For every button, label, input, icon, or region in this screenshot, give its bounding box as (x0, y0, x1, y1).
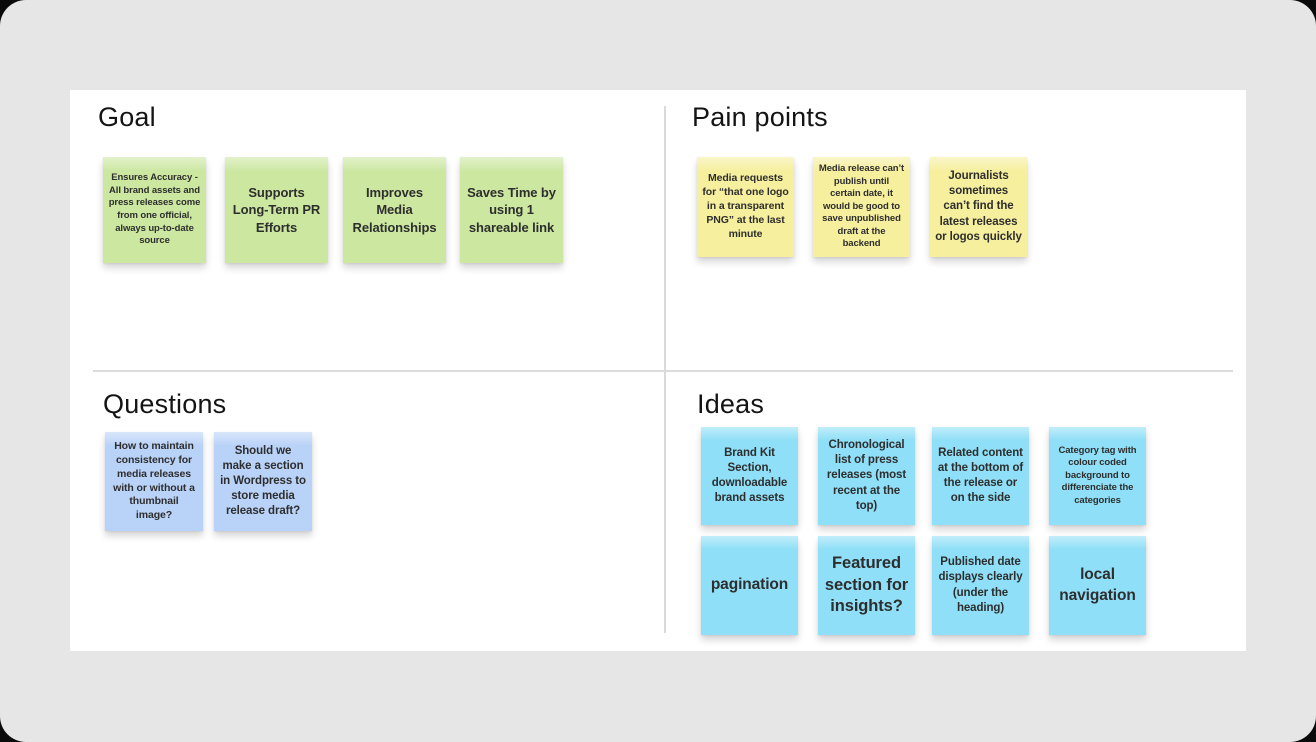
sticky-note-text: How to maintain consistency for media re… (113, 439, 195, 522)
quadrant-title-questions: Questions (103, 389, 227, 419)
sticky-note[interactable]: Brand Kit Section, downloadable brand as… (701, 427, 798, 525)
sticky-note[interactable]: Featured section for insights? (818, 536, 915, 635)
sticky-note-text: Improves Media Relationships (352, 185, 437, 235)
sticky-note-text: Featured section for insights? (824, 553, 909, 616)
sticky-note[interactable]: Chronological list of press releases (mo… (818, 427, 915, 525)
sticky-note[interactable]: Improves Media Relationships (343, 157, 446, 263)
sticky-note-text: Category tag with colour coded backgroun… (1058, 444, 1137, 506)
sticky-note[interactable]: Supports Long-Term PR Efforts (225, 157, 328, 263)
sticky-note[interactable]: How to maintain consistency for media re… (105, 432, 203, 531)
quadrant-title-pain-points: Pain points (692, 102, 828, 132)
sticky-note[interactable]: Related content at the bottom of the rel… (932, 427, 1029, 525)
sticky-note-text: Journalists sometimes can’t find the lat… (935, 170, 1022, 243)
sticky-note[interactable]: local navigation (1049, 536, 1146, 635)
sticky-note[interactable]: Media release can’t publish until certai… (813, 157, 910, 257)
sticky-note-text: Ensures Accuracy - All brand assets and … (108, 172, 201, 247)
sticky-note-text: Media release can’t publish until certai… (818, 163, 905, 250)
sticky-note-text: Should we make a section in Wordpress to… (220, 444, 306, 518)
quadrant-title-goal: Goal (98, 102, 156, 132)
sticky-note[interactable]: Saves Time by using 1 shareable link (460, 157, 563, 263)
sticky-note-text: Media requests for “that one logo in a t… (702, 172, 789, 240)
sticky-note[interactable]: Journalists sometimes can’t find the lat… (930, 157, 1027, 257)
sticky-note[interactable]: pagination (701, 536, 798, 635)
quadrant-title-ideas: Ideas (697, 389, 765, 419)
sticky-note-text: Chronological list of press releases (mo… (826, 439, 907, 512)
sticky-note-text: Supports Long-Term PR Efforts (232, 185, 321, 235)
sticky-note-text: pagination (710, 576, 789, 594)
sticky-note[interactable]: Published date displays clearly (under t… (932, 536, 1029, 635)
sticky-note-text: Published date displays clearly (under t… (938, 556, 1023, 614)
board-canvas[interactable]: Goal Ensures Accuracy - All brand assets… (70, 90, 1246, 651)
sticky-note[interactable]: Should we make a section in Wordpress to… (214, 432, 312, 531)
sticky-note-text: Brand Kit Section, downloadable brand as… (711, 446, 788, 505)
sticky-note-text: local navigation (1059, 566, 1136, 604)
quadrant-divider-horizontal (93, 370, 1233, 372)
sticky-note-text: Saves Time by using 1 shareable link (467, 185, 556, 235)
sticky-note[interactable]: Ensures Accuracy - All brand assets and … (103, 157, 206, 263)
quadrant-divider-vertical (664, 106, 666, 633)
sticky-note-text: Related content at the bottom of the rel… (937, 446, 1024, 505)
sticky-note[interactable]: Category tag with colour coded backgroun… (1049, 427, 1146, 525)
sticky-note[interactable]: Media requests for “that one logo in a t… (697, 157, 794, 257)
